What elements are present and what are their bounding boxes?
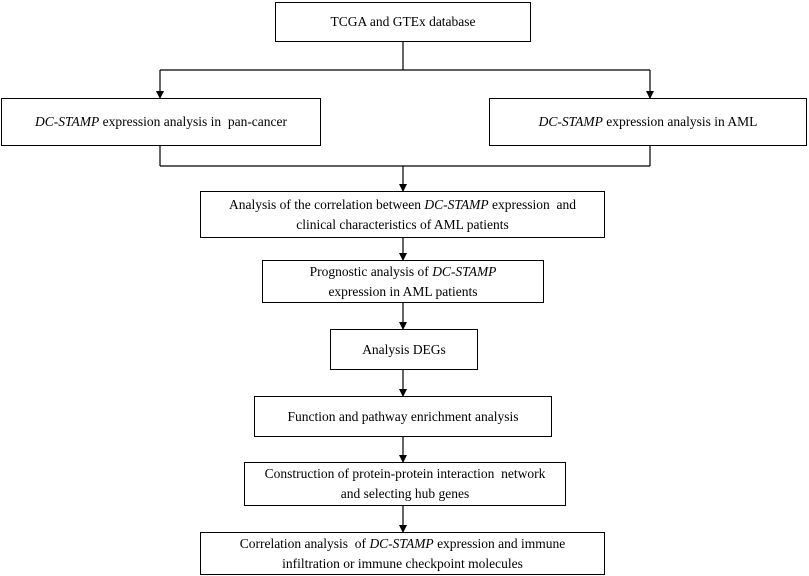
degs-box: Analysis DEGs <box>330 329 478 370</box>
gene-name-italic: DC-STAMP <box>34 114 100 129</box>
gene-name-italic: DC-STAMP <box>432 263 497 279</box>
prognostic-line2: expression in AML patients <box>328 283 478 299</box>
gene-name-italic: DC-STAMP <box>369 535 434 551</box>
ppi-box: Construction of protein-protein interact… <box>244 462 566 506</box>
pan-cancer-line1: DC-STAMP expression analysis in pan-canc… <box>34 114 288 129</box>
immune-line1: Correlation analysis of DC-STAMP express… <box>239 535 566 551</box>
clinical-line2: clinical characteristics of AML patients <box>296 216 509 232</box>
pan-cancer-box: DC-STAMP expression analysis in pan-canc… <box>1 98 321 146</box>
ppi-line1: Construction of protein-protein interact… <box>264 466 546 481</box>
clinical-box: Analysis of the correlation between DC-S… <box>200 191 605 238</box>
gene-name-italic: DC-STAMP <box>538 114 603 129</box>
clinical-line1: Analysis of the correlation between DC-S… <box>229 196 576 212</box>
database-line1: TCGA and GTEx database <box>330 14 476 29</box>
immune-box: Correlation analysis of DC-STAMP express… <box>200 532 605 575</box>
prognostic-box: Prognostic analysis of DC-STAMP expressi… <box>262 260 544 303</box>
gene-name-italic: DC-STAMP <box>424 196 489 212</box>
degs-line1: Analysis DEGs <box>362 341 446 357</box>
aml-box: DC-STAMP expression analysis in AML <box>489 98 807 146</box>
prognostic-line1: Prognostic analysis of DC-STAMP <box>309 263 497 279</box>
immune-line2: infiltration or immune checkpoint molecu… <box>282 555 523 571</box>
enrichment-line1: Function and pathway enrichment analysis <box>287 408 519 424</box>
database-box: TCGA and GTEx database <box>275 2 531 42</box>
enrichment-box: Function and pathway enrichment analysis <box>254 396 552 437</box>
aml-line1: DC-STAMP expression analysis in AML <box>538 114 758 129</box>
ppi-line2: and selecting hub genes <box>340 486 470 501</box>
